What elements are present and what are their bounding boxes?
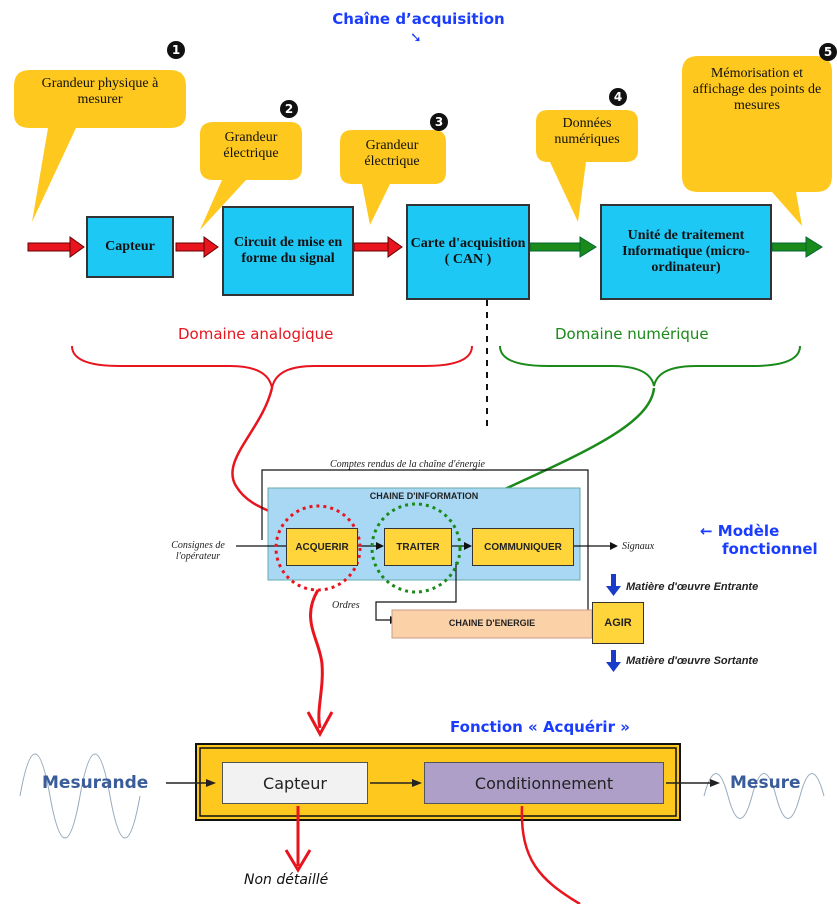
traiter-focus-circle [370, 502, 462, 594]
fn-agir-box: AGIR [592, 602, 644, 644]
analog-brace [71, 345, 473, 389]
callout-text-3: Grandeur électrique [364, 138, 420, 170]
page-title: Chaîne d’acquisition [332, 10, 505, 28]
domain-digital-label: Domaine numérique [555, 325, 709, 343]
callout-text-5: Mémorisation et affichage des points de … [692, 66, 822, 114]
block-carte-acquisition: Carte d'acquisition ( CAN ) [406, 204, 530, 300]
callout-bubble-5 [682, 56, 832, 226]
mesure-wave [703, 773, 825, 819]
conditionnement-detail-arrow [520, 805, 581, 904]
callout-number-5: 5 [819, 43, 837, 61]
fn-communiquer-box: COMMUNIQUER [472, 528, 574, 566]
comptes-rendus-label: Comptes rendus de la chaîne d'énergie [330, 459, 485, 470]
domain-analog-label: Domaine analogique [178, 325, 334, 343]
consignes-label: Consignes de l'opérateur [171, 540, 225, 562]
fonction-acquerir-title: Fonction « Acquérir » [450, 718, 630, 736]
callout-bubble-2 [200, 122, 302, 230]
acq-conditionnement-box: Conditionnement [424, 762, 664, 804]
mesurande-wave [19, 753, 141, 839]
mesure-label: Mesure [730, 773, 801, 793]
callout-number-2: 2 [280, 100, 298, 118]
analog-arrows [27, 236, 403, 258]
block-mise-en-forme: Circuit de mise en forme du signal [222, 206, 354, 296]
fn-traiter-box: TRAITER [384, 528, 452, 566]
acq-capteur-box: Capteur [222, 762, 368, 804]
model-label-line1: ← Modèle [700, 522, 780, 540]
ordres-label: Ordres [332, 600, 360, 611]
title-arrow-icon: ➘ [410, 30, 422, 46]
block-capteur: Capteur [86, 216, 174, 278]
callout-bubble-1 [14, 70, 186, 222]
digital-arrows [529, 236, 823, 258]
callout-number-1: 1 [167, 41, 185, 59]
digital-brace [499, 345, 801, 387]
callout-text-4: Données numériques [554, 116, 620, 148]
mesurande-label: Mesurande [42, 773, 149, 793]
chaine-information-label: CHAINE D'INFORMATION [369, 491, 479, 501]
callout-bubble-4 [536, 110, 638, 222]
fn-acquerir-box: ACQUERIR [286, 528, 358, 566]
callout-bubble-3 [340, 130, 446, 225]
acquerir-zoom-arrow [309, 589, 324, 729]
chaine-energie-label: CHAINE D'ENERGIE [448, 618, 536, 628]
block-unite-traitement: Unité de traitement Informatique (micro-… [600, 204, 772, 300]
signaux-label: Signaux [622, 541, 655, 552]
matiere-sortante-label: Matière d'œuvre Sortante [626, 655, 759, 667]
callout-text-2: Grandeur électrique [223, 130, 279, 162]
model-label-line2: fonctionnel [722, 540, 818, 558]
callout-text-1: Grandeur physique à mesurer [41, 76, 159, 108]
callout-number-4: 4 [609, 88, 627, 106]
matiere-entrante-label: Matière d'œuvre Entrante [626, 581, 759, 593]
callout-number-3: 3 [430, 113, 448, 131]
analog-link-arrow [231, 387, 285, 520]
non-detaille-label: Non détaillé [244, 872, 329, 888]
